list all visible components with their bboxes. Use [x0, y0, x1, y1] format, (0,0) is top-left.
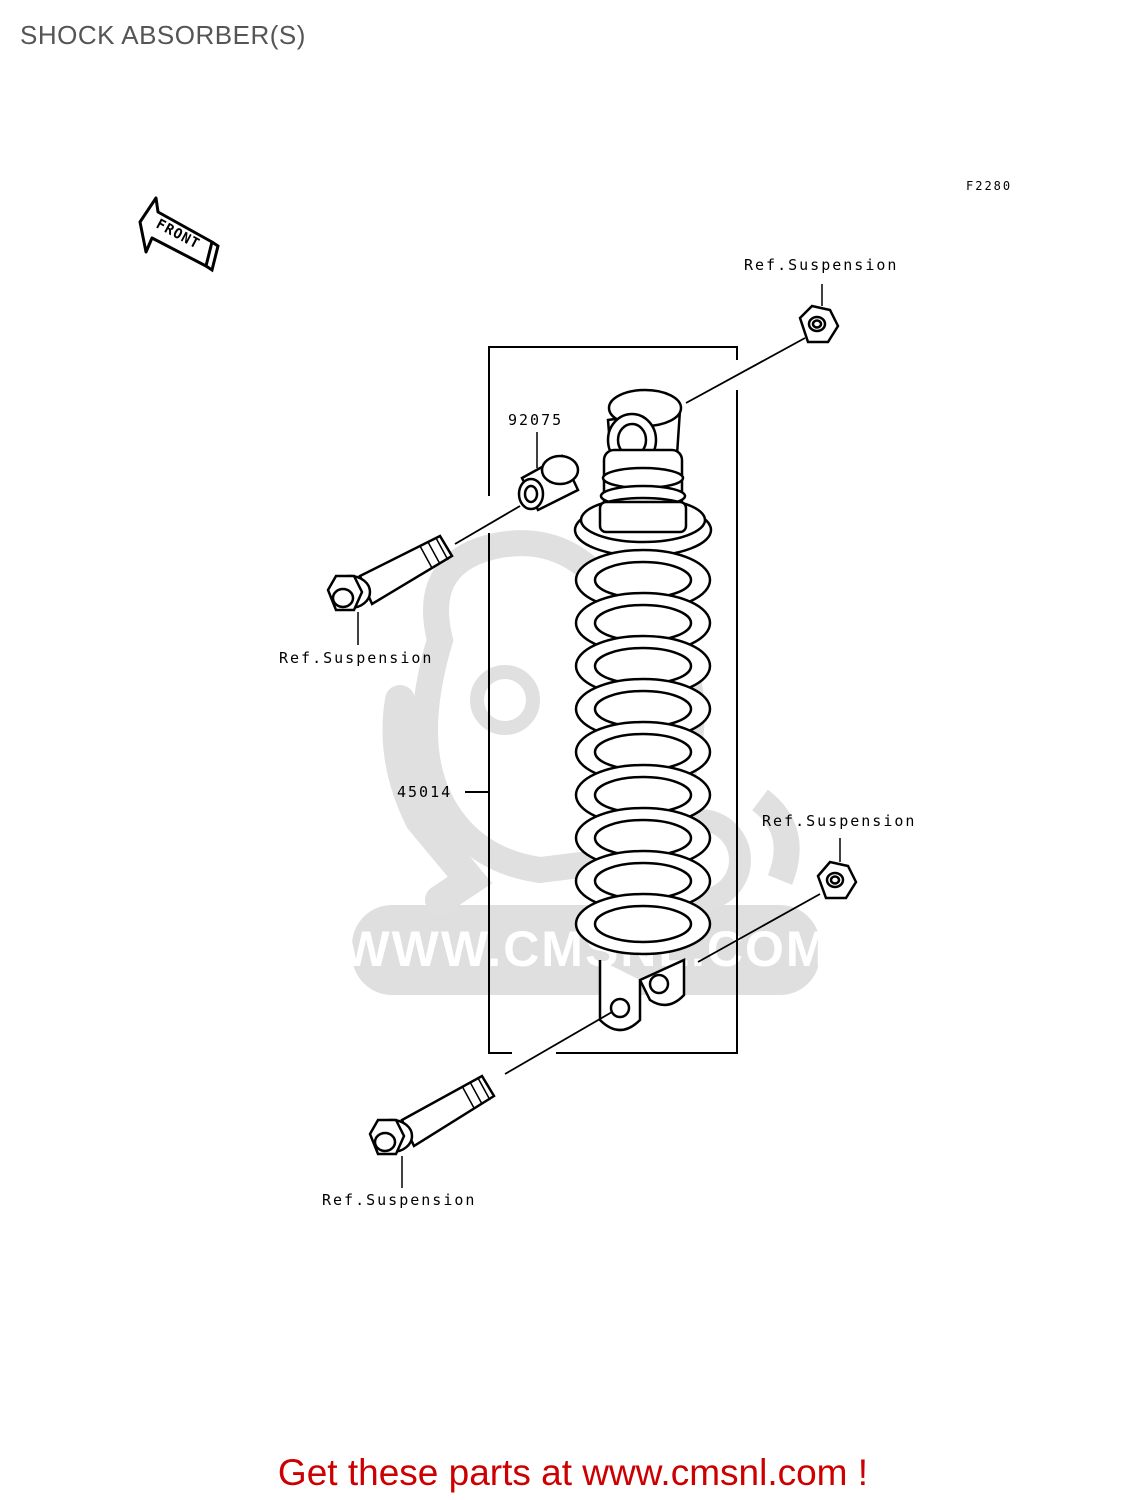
- callout-ref-lower-right: Ref.Suspension: [762, 812, 916, 830]
- collar-part: [517, 432, 580, 512]
- front-direction-arrow-icon: FRONT: [138, 196, 220, 273]
- callout-ref-top-right: Ref.Suspension: [744, 256, 898, 274]
- upper-bolt: [326, 505, 521, 645]
- callout-ref-upper-left: Ref.Suspension: [279, 649, 433, 667]
- lower-nut: [697, 838, 858, 963]
- shock-absorber: [573, 388, 713, 1032]
- callout-part-92075: 92075: [508, 411, 563, 429]
- lower-bolt: [368, 1011, 613, 1188]
- cta-link[interactable]: Get these parts at www.cmsnl.com !: [277, 1452, 869, 1493]
- diagram-code: F2280: [966, 179, 1012, 193]
- page-title: SHOCK ABSORBER(S): [20, 20, 306, 50]
- assembly-bracket: [465, 346, 738, 1054]
- callout-part-45014: 45014: [397, 783, 452, 801]
- callout-ref-bottom: Ref.Suspension: [322, 1191, 476, 1209]
- top-nut: [685, 284, 840, 404]
